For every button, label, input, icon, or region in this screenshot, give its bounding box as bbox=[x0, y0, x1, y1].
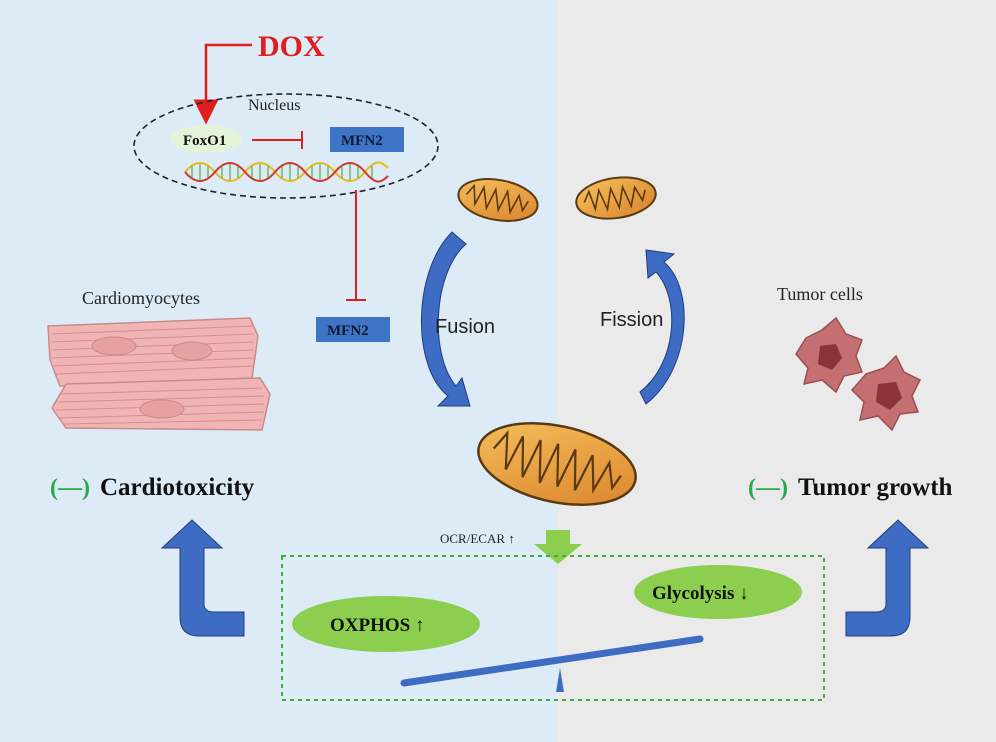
glycolysis-ellipse bbox=[634, 565, 802, 619]
cardiomyocytes-label: Cardiomyocytes bbox=[82, 288, 200, 308]
nucleus-label: Nucleus bbox=[248, 97, 300, 114]
ocr-ecar-arrow bbox=[534, 530, 582, 564]
mitochondrion-small-right-icon bbox=[575, 176, 657, 220]
tumor-cell-icon bbox=[850, 354, 922, 432]
right-panel-background bbox=[558, 0, 996, 742]
cardiomyocytes-illustration bbox=[47, 317, 271, 431]
mitochondrion-small-left-icon bbox=[457, 178, 539, 222]
ocr-ecar-label: OCR/ECAR ↑ bbox=[440, 531, 515, 546]
mfn2-cytoplasm-box bbox=[316, 317, 390, 342]
mitochondrion-large-icon bbox=[477, 422, 637, 506]
cardiotoxicity-label: Cardiotoxicity bbox=[100, 474, 255, 501]
fission-label: Fission bbox=[600, 309, 663, 331]
balance-beam bbox=[400, 635, 704, 687]
mfn2-nucleus-label: MFN2 bbox=[341, 133, 383, 149]
cardiotoxicity-sign: (—) bbox=[50, 475, 90, 501]
cardiotoxicity-up-arrow bbox=[160, 519, 245, 637]
foxo1-label: FoxO1 bbox=[183, 133, 226, 149]
fusion-arrow bbox=[421, 231, 471, 407]
balance-box bbox=[281, 555, 825, 701]
oxphos-ellipse bbox=[292, 596, 480, 652]
tumor-growth-label: Tumor growth bbox=[798, 474, 953, 501]
tumor-cell-icon bbox=[795, 316, 864, 394]
oxphos-label: OXPHOS ↑ bbox=[330, 615, 424, 636]
dox-label: DOX bbox=[258, 30, 325, 63]
dna-helix-icon bbox=[184, 161, 389, 183]
glycolysis-label: Glycolysis ↓ bbox=[652, 583, 749, 604]
balance-fulcrum bbox=[556, 668, 564, 692]
dox-arrow bbox=[193, 43, 252, 125]
fission-arrow bbox=[639, 249, 685, 405]
tumor-cells-label: Tumor cells bbox=[777, 284, 863, 304]
foxo1-ellipse bbox=[170, 125, 242, 153]
fusion-label: Fusion bbox=[435, 316, 495, 338]
tumor-growth-sign: (—) bbox=[748, 475, 788, 501]
tumor-growth-up-arrow bbox=[845, 519, 930, 637]
mfn2-nucleus-box bbox=[330, 127, 404, 152]
mfn2-cytoplasm-label: MFN2 bbox=[327, 323, 369, 339]
nucleus-outline bbox=[133, 93, 439, 199]
